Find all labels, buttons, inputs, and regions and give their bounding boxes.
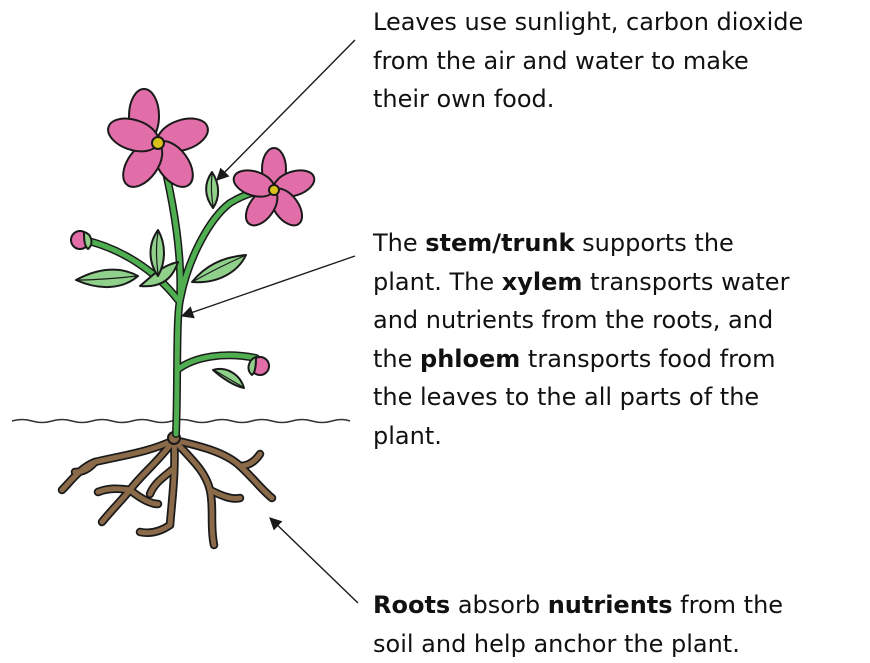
stem-pointer-arrow [182,256,355,316]
stem-caption-text: transports water [582,268,789,296]
flower [104,89,212,194]
stem-term: stem/trunk [425,229,574,257]
roots-caption-text: absorb [450,591,548,619]
xylem-term: xylem [502,268,583,296]
leaves-caption-line: from the air and water to make [373,47,749,75]
stem-caption-text: plant. The [373,268,502,296]
leaves-caption: Leaves use sunlight, carbon dioxide from… [373,3,863,119]
leaves-caption-line: Leaves use sunlight, carbon dioxide [373,8,803,36]
roots-caption: Roots absorb nutrients from the soil and… [373,586,863,663]
phloem-term: phloem [420,345,520,373]
roots [62,432,272,545]
roots-caption-text: from the [673,591,784,619]
roots-pointer-arrow [270,518,358,603]
stem-caption-text: plant. [373,422,442,450]
stem-caption-text: transports food from [520,345,775,373]
leaves-pointer-arrow [217,40,355,180]
flower-bud [71,231,91,249]
stem-caption: The stem/trunk supports the plant. The x… [373,224,863,455]
stem-caption-text: the [373,345,420,373]
stem-caption-text: The [373,229,425,257]
ground-line [12,420,350,423]
flower [230,148,317,231]
stem-caption-text: the leaves to the all parts of the [373,383,759,411]
stem-caption-text: supports the [575,229,734,257]
roots-term: Roots [373,591,450,619]
roots-caption-text: soil and help anchor the plant. [373,630,740,658]
stem-caption-text: and nutrients from the roots, and [373,306,773,334]
flower-bud [249,357,269,375]
leaves-caption-line: their own food. [373,85,554,113]
nutrients-term: nutrients [548,591,673,619]
